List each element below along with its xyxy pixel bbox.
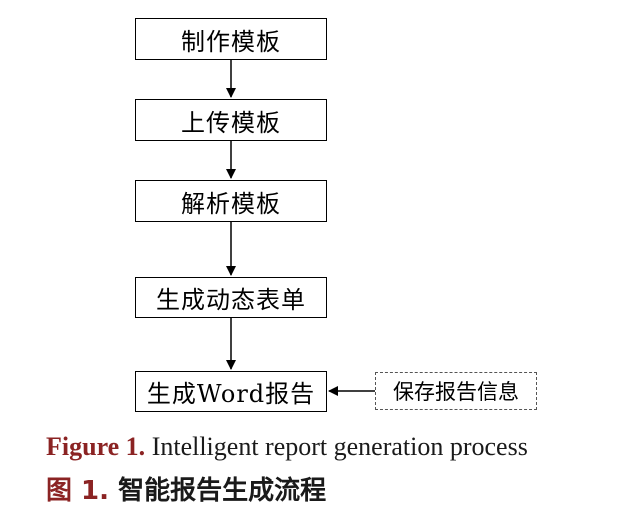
step-parse-template: 解析模板 xyxy=(135,180,327,222)
caption-chinese: 图 1. 智能报告生成流程 xyxy=(46,470,326,507)
flowchart: 制作模板 上传模板 解析模板 生成动态表单 生成Word报告 保存报告信息 xyxy=(135,18,537,412)
caption-zh-text: 智能报告生成流程 xyxy=(118,476,327,506)
step-upload-template: 上传模板 xyxy=(135,99,327,141)
step-generate-word-report: 生成Word报告 xyxy=(135,371,327,412)
caption-en-text: Intelligent report generation process xyxy=(151,432,528,461)
caption-en-label: Figure 1. xyxy=(46,432,146,461)
caption-english: Figure 1. Intelligent report generation … xyxy=(46,432,528,462)
flow-arrows xyxy=(226,60,375,396)
side-save-report-info: 保存报告信息 xyxy=(375,372,537,410)
step-generate-form: 生成动态表单 xyxy=(135,277,327,318)
caption-zh-label: 图 1. xyxy=(46,476,110,506)
step-make-template: 制作模板 xyxy=(135,18,327,60)
